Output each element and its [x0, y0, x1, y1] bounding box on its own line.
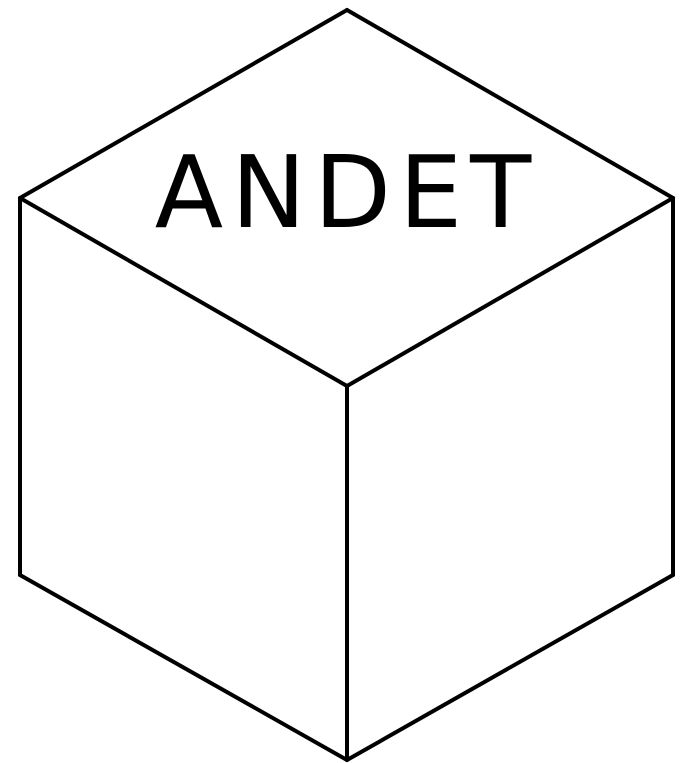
edge-bottom-right [345, 573, 675, 762]
cube-edges [18, 8, 675, 762]
cube-top-label: ANDET [155, 134, 539, 251]
edge-inner-right [345, 196, 675, 388]
edge-top-left [18, 8, 349, 200]
edge-bottom-left [18, 573, 349, 762]
edge-top-right [345, 8, 675, 200]
edge-inner-left [18, 196, 349, 388]
